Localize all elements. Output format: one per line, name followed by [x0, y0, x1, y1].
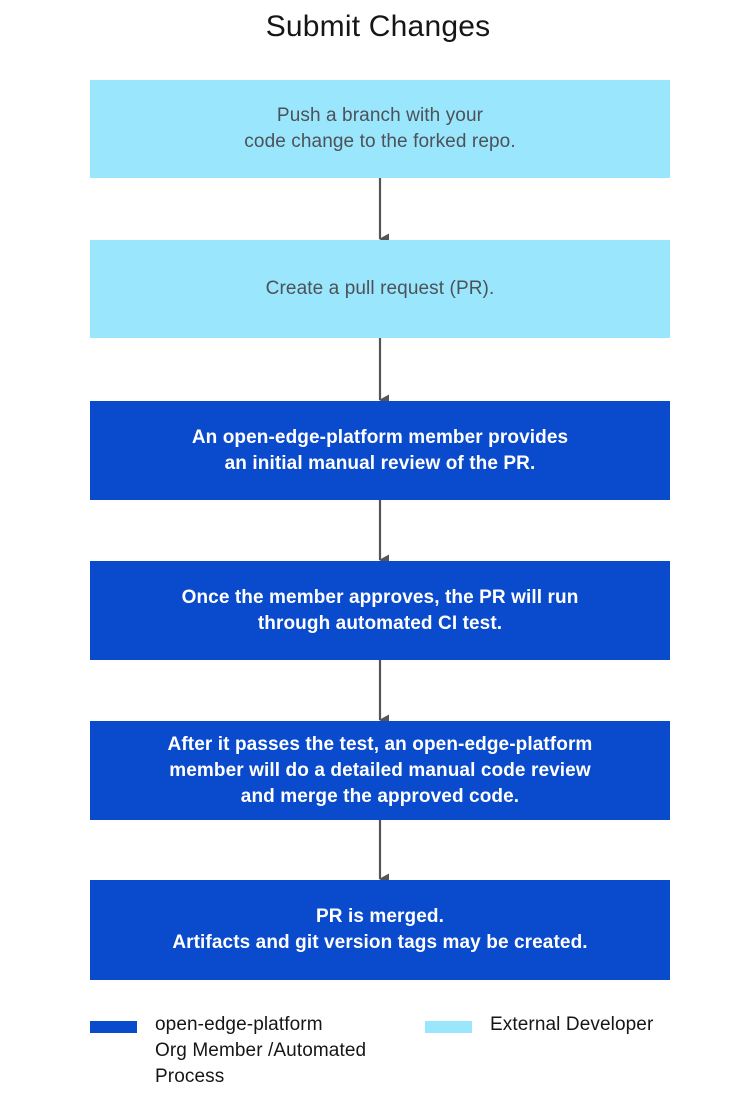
page-title: Submit Changes [265, 10, 491, 43]
flow-node-detailed-review-label: After it passes the test, an open-edge-p… [167, 733, 593, 807]
flow-node-create-pr-label: Create a pull request (PR). [265, 278, 495, 299]
legend-swatch-org-member [90, 1021, 137, 1033]
flow-node-detailed-review[interactable]: After it passes the test, an open-edge-p… [90, 721, 670, 820]
flow-node-push-branch[interactable]: Push a branch with your code change to t… [90, 80, 670, 178]
flow-node-initial-review-label: An open-edge-platform member provides an… [191, 426, 569, 474]
legend-item-org-member: open-edge-platform Org Member /Automated… [90, 1012, 380, 1090]
flow-node-create-pr[interactable]: Create a pull request (PR). [90, 240, 670, 338]
flow-node-ci-test[interactable]: Once the member approves, the PR will ru… [90, 561, 670, 660]
legend-item-external-developer: External Developer [425, 1012, 715, 1038]
flow-node-push-branch-label: Push a branch with your code change to t… [244, 105, 516, 152]
flow-node-pr-merged[interactable]: PR is merged. Artifacts and git version … [90, 880, 670, 980]
legend: open-edge-platform Org Member /Automated… [90, 1012, 690, 1092]
legend-label-org-member: open-edge-platform Org Member /Automated… [155, 1014, 367, 1087]
legend-swatch-external-developer [425, 1021, 472, 1033]
flow-node-ci-test-label: Once the member approves, the PR will ru… [181, 586, 579, 634]
flow-node-pr-merged-label: PR is merged. Artifacts and git version … [172, 906, 588, 953]
legend-label-external-developer: External Developer [490, 1014, 654, 1035]
flow-node-initial-review[interactable]: An open-edge-platform member provides an… [90, 401, 670, 500]
